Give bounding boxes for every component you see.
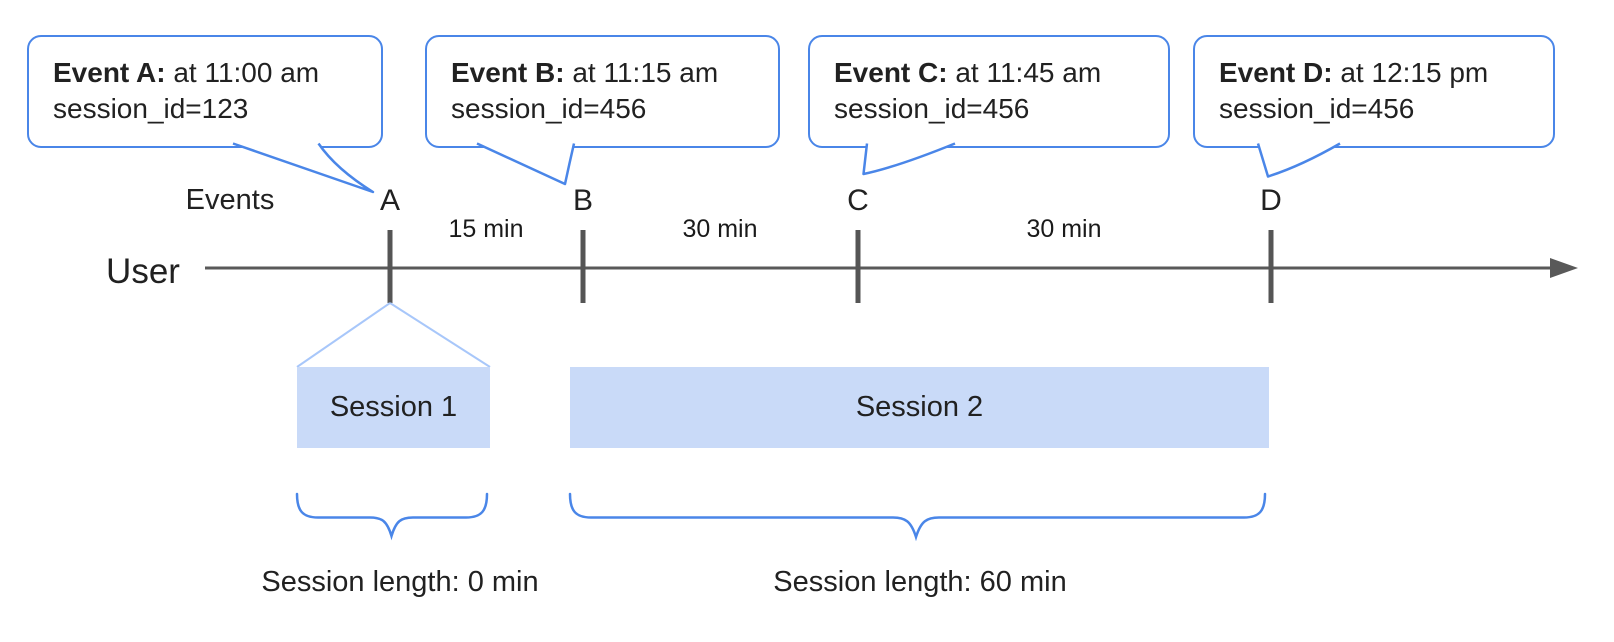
session-1-box: Session 1 [297,367,490,448]
session-1-brace [295,492,489,541]
event-mark-label-d: D [1260,184,1282,217]
callout-line-time: Event A: at 11:00 am [53,55,365,91]
event-b-callout-time: at 11:15 am [572,56,719,88]
interval-label-b-c: 30 min [682,215,758,243]
event-d-callout-title: Event D: [1219,56,1333,88]
callout-line-time: Event C: at 11:45 am [834,55,1152,91]
user-axis-label: User [106,252,180,291]
callout-tail-c [862,142,956,176]
event-c-callout: Event C: at 11:45 am session_id=456 [808,35,1170,148]
event-a-callout-title: Event A: [53,56,166,88]
session-1-label: Session 1 [329,391,458,423]
session-1-length-label: Session length: 0 min [261,566,539,598]
session-2-label: Session 2 [855,391,984,423]
event-a-callout-time: at 11:00 am [173,56,320,88]
interval-label-a-b: 15 min [448,215,524,243]
callout-line-time: Event B: at 11:15 am [451,55,762,91]
event-c-callout-session-id: session_id=456 [834,92,1030,124]
event-b-callout-title: Event B: [451,56,565,88]
timeline-arrowhead-icon [1550,258,1578,278]
event-b-callout-session-id: session_id=456 [451,92,647,124]
session-2-brace [568,492,1267,542]
event-mark-label-c: C [847,184,869,217]
callout-tail-b [476,142,576,186]
callout-line-time: Event D: at 12:15 pm [1219,55,1537,91]
session-funnel-line-right [389,302,491,368]
event-mark-label-a: A [379,184,401,217]
event-d-callout: Event D: at 12:15 pm session_id=456 [1193,35,1555,148]
callout-tail-d [1256,142,1341,178]
events-axis-label: Events [185,184,275,216]
event-d-callout-session-id: session_id=456 [1219,92,1415,124]
session-2-length-label: Session length: 60 min [773,566,1067,598]
event-mark-label-b: B [572,184,594,217]
session-funnel-line-left [296,302,391,368]
event-a-callout: Event A: at 11:00 am session_id=123 [27,35,383,148]
event-c-callout-title: Event C: [834,56,948,88]
event-a-callout-session-id: session_id=123 [53,92,249,124]
event-b-callout: Event B: at 11:15 am session_id=456 [425,35,780,148]
event-c-callout-time: at 11:45 am [955,56,1102,88]
session-2-box: Session 2 [570,367,1269,448]
interval-label-c-d: 30 min [1026,215,1102,243]
event-d-callout-time: at 12:15 pm [1340,56,1489,88]
